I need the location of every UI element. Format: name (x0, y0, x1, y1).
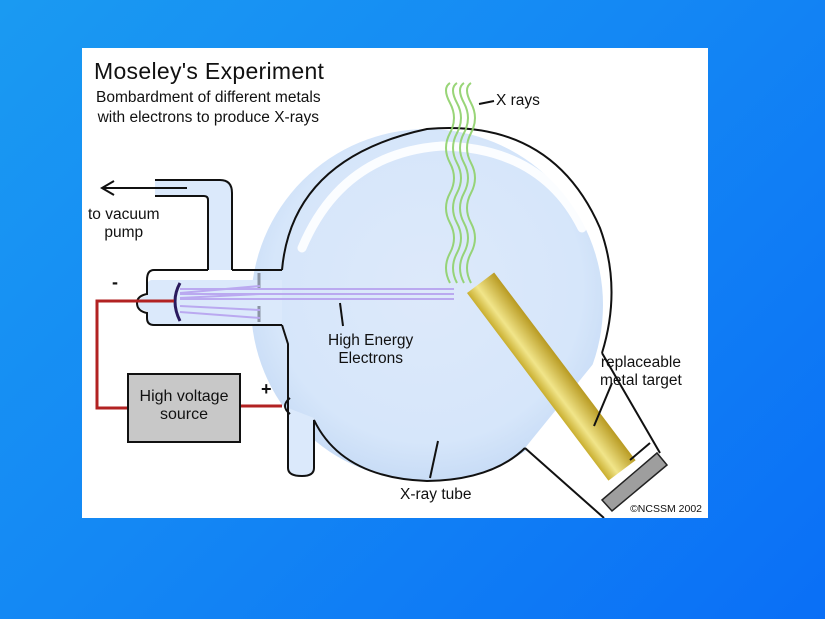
metal-target (467, 272, 669, 518)
cathode (173, 282, 182, 322)
diagram-subtitle: Bombardment of different metals with ele… (96, 89, 321, 126)
copyright: ©NCSSM 2002 (630, 503, 702, 515)
negative-terminal-sign: - (112, 272, 118, 292)
high-voltage-box (127, 373, 241, 443)
leader-lines (339, 100, 651, 479)
label-metal-target: replaceable metal target (600, 354, 682, 389)
diagram-panel: Moseley's Experiment Bombardment of diff… (82, 48, 708, 518)
vacuum-arrow (100, 180, 187, 196)
circuit-wires (95, 299, 282, 410)
label-vacuum-pump: to vacuum pump (88, 206, 160, 241)
label-electrons: High Energy Electrons (328, 332, 414, 367)
label-high-voltage-source: High voltage source (139, 388, 229, 423)
xray-tube-diagram (95, 82, 669, 518)
diagram-title: Moseley's Experiment (94, 58, 325, 84)
positive-terminal-sign: + (261, 379, 272, 399)
label-xrays: X rays (496, 92, 540, 109)
glass-tube (135, 127, 613, 483)
xray-waves (445, 82, 476, 284)
electron-beam (179, 285, 454, 319)
label-xray-tube: X-ray tube (400, 486, 472, 503)
